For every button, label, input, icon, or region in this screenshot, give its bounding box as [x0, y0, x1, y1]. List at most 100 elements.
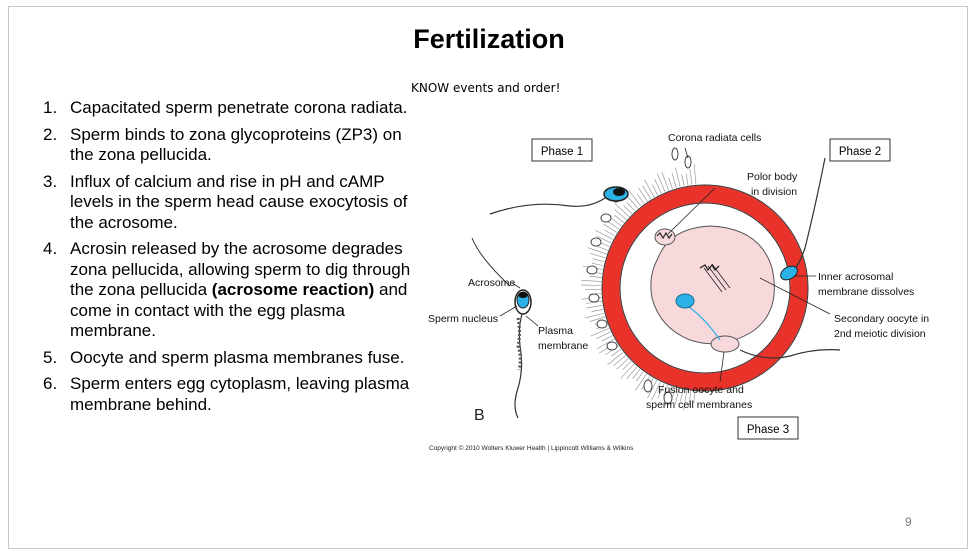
step-text: and come in contact with the egg plasma … [70, 280, 408, 340]
corona-hair [596, 338, 615, 350]
corona-hair [632, 369, 641, 379]
label-secondary-2: 2nd meiotic division [834, 328, 926, 340]
corona-hair [693, 391, 696, 404]
zona-outer-edge [601, 184, 809, 392]
copyright-text: Copyright © 2010 Wolters Kluwer Health |… [429, 445, 634, 452]
step-number: 6. [43, 374, 58, 393]
corona-hair [613, 355, 627, 367]
corona-hair [654, 178, 662, 194]
corona-hair [596, 245, 609, 251]
corona-hair [688, 390, 692, 407]
label-corona: Corona radiata cells [668, 132, 761, 144]
corona-hair [603, 223, 618, 233]
oocyte-cytoplasm [650, 225, 775, 345]
phase2-label: Phase 2 [839, 146, 881, 158]
slide-title: Fertilization [413, 24, 565, 54]
step-text: Sperm enters egg cytoplasm, leaving plas… [70, 374, 410, 414]
sperm-phase2 [780, 157, 826, 281]
label-plasma-2: membrane [538, 340, 588, 352]
corona-hair [638, 187, 648, 202]
corona-hair [636, 193, 645, 204]
phase2-box: Phase 2 [829, 138, 891, 162]
corona-hair [596, 331, 611, 340]
corona-hair [595, 229, 614, 240]
corona-hair [614, 215, 625, 224]
page-number: 9 [905, 515, 912, 529]
corona-hair [671, 172, 677, 189]
step-number: 2. [43, 124, 58, 144]
corona-hair [661, 171, 670, 191]
corona-hair [681, 174, 685, 187]
corona-hair [693, 164, 697, 185]
corona-hair [642, 185, 652, 200]
sperm-labelled [514, 289, 532, 419]
fertilization-diagram: Phase 1 Phase 2 Phase 3 Corona radiata c… [428, 132, 929, 440]
corona-hair [635, 371, 644, 382]
phase1-label: Phase 1 [541, 146, 583, 158]
polar-body [654, 228, 676, 246]
corona-hair [675, 167, 681, 188]
corona-hair [596, 235, 612, 244]
corona-hair [591, 308, 604, 313]
corona-hair [610, 348, 622, 357]
step-text-bold: (acrosome reaction) [211, 280, 375, 299]
corona-hair [586, 304, 603, 309]
list-item: 3.Influx of calcium and rise in pH and c… [35, 172, 415, 234]
corona-hair [674, 388, 680, 405]
corona-hair [685, 173, 689, 186]
list-item: 4.Acrosin released by the acrosome degra… [35, 239, 415, 342]
label-acrosome: Acrosome [468, 277, 515, 289]
label-inner-1: Inner acrosomal [818, 271, 893, 283]
corona-hair [657, 173, 666, 193]
corona-hair [589, 275, 602, 278]
step-number: 5. [43, 347, 58, 367]
label-inner-2: membrane dissolves [818, 286, 914, 298]
corona-hair [663, 384, 669, 397]
corona-hair [590, 327, 610, 337]
leader-lines [499, 147, 831, 383]
corona-hair [689, 168, 693, 185]
corona-cells [586, 147, 692, 405]
corona-hair [623, 205, 633, 215]
corona-hair [614, 209, 627, 221]
zona-inner-edge [619, 202, 791, 374]
phase1-box: Phase 1 [531, 138, 593, 162]
corona-radiata [581, 164, 697, 411]
corona-hair [644, 179, 655, 198]
corona-hair [657, 383, 665, 399]
zona-pellucida [602, 185, 808, 391]
corona-hair [651, 381, 661, 401]
corona-hair [607, 352, 624, 365]
list-item: 6. Sperm enters egg cytoplasm, leaving pl… [35, 374, 415, 415]
label-fusion-2: sperm cell membranes [646, 399, 752, 411]
corona-hair [627, 196, 639, 209]
corona-hair [680, 389, 684, 402]
meiotic-spindle [699, 263, 731, 293]
corona-hair [604, 229, 616, 237]
corona-hair [592, 258, 605, 263]
label-sperm-nucleus: Sperm nucleus [428, 313, 498, 325]
step-number: 1. [43, 98, 58, 117]
sperm-phase3 [675, 293, 841, 359]
step-number: 4. [43, 239, 58, 258]
corona-hair [589, 316, 606, 322]
step-text: Capacitated sperm penetrate corona radia… [70, 98, 408, 117]
phase3-box: Phase 3 [737, 416, 799, 440]
label-polar-1: Polor body [747, 171, 798, 183]
label-secondary-1: Secondary oocyte in [834, 313, 929, 325]
corona-hair [614, 202, 630, 218]
corona-hair [635, 373, 647, 391]
corona-hair [584, 312, 605, 319]
corona-hair [626, 366, 638, 380]
corona-hair [683, 390, 688, 411]
label-fusion-1: Fusion oocyte and [658, 384, 744, 396]
corona-hair [601, 335, 613, 342]
corona-hair [652, 184, 659, 196]
slide-frame [8, 6, 968, 549]
step-text: Oocyte and sperm plasma membranes fuse. [70, 347, 405, 367]
corona-hair [591, 262, 604, 267]
note-text: KNOW events and order! [411, 81, 561, 95]
corona-hair [587, 247, 607, 255]
corona-hair [581, 279, 602, 282]
steps-list: 1. Capacitated sperm penetrate corona rad… [35, 98, 415, 421]
